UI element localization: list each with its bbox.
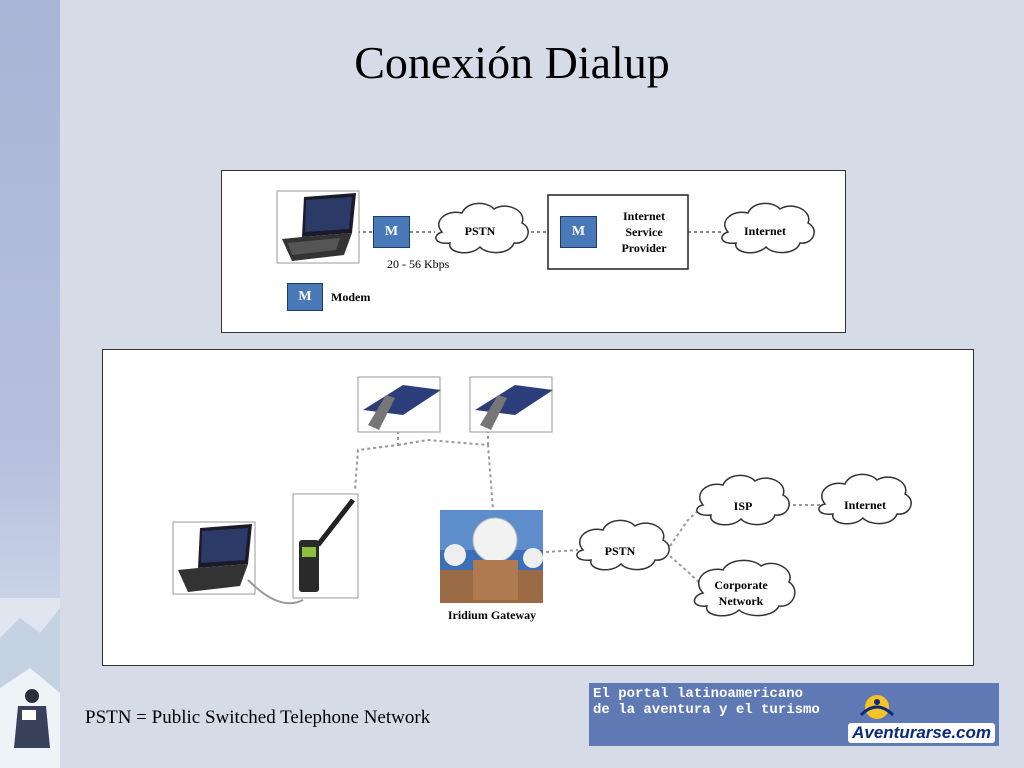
cloud-icon — [818, 473, 912, 525]
cloud-icon — [693, 559, 796, 617]
pstn-label: PSTN — [604, 544, 636, 558]
cloud-icon — [696, 474, 790, 526]
modem-box: M — [373, 216, 410, 248]
dome-gateway-icon — [440, 510, 543, 603]
cloud-icon — [576, 519, 670, 571]
isp-label: Internet Service Provider — [608, 208, 680, 256]
isp-label-line2: Service — [625, 225, 663, 239]
modem-legend-label: Modem — [331, 290, 371, 304]
corporate-network-label: Corporate Network — [701, 577, 781, 609]
corporate-network-line2: Network — [718, 594, 764, 608]
dialup-diagram-panel: M PSTN M Internet Service Provider Inter… — [221, 170, 846, 333]
satellite-phone-icon — [292, 493, 359, 599]
modem-legend-box: M — [287, 283, 323, 311]
corporate-network-line1: Corporate — [714, 578, 768, 592]
isp-label-line3: Provider — [621, 241, 667, 255]
cloud-icon — [721, 202, 815, 254]
pstn-footnote: PSTN = Public Switched Telephone Network — [85, 707, 431, 728]
speed-label: 20 - 56 Kbps — [387, 257, 450, 271]
satellite-diagram-lines — [172, 376, 912, 617]
isp-label: ISP — [733, 499, 753, 513]
pstn-label: PSTN — [464, 224, 496, 238]
satellite-diagram-panel: Iridium Gateway PSTN ISP Internet Corpor… — [102, 349, 974, 666]
satellite-icon — [469, 376, 553, 433]
internet-label: Internet — [844, 498, 886, 512]
sun-logo-icon — [859, 695, 895, 719]
laptop-icon — [172, 521, 256, 595]
mountaineer-photo — [0, 598, 60, 768]
isp-label-line1: Internet — [623, 209, 665, 223]
internet-label: Internet — [744, 224, 786, 238]
banner-line1: El portal latinoamericano — [593, 686, 804, 702]
satellite-icon — [357, 376, 441, 433]
iridium-gateway-label: Iridium Gateway — [447, 608, 537, 622]
slide-title: Conexión Dialup — [354, 37, 670, 88]
banner-brand: Aventurarse.com — [848, 723, 995, 743]
aventurarse-banner[interactable]: El portal latinoamericano de la aventura… — [589, 683, 999, 746]
cloud-icon — [435, 202, 529, 254]
isp-modem-box: M — [560, 216, 597, 248]
laptop-icon — [276, 190, 360, 264]
banner-line2: de la aventura y el turismo — [593, 702, 820, 718]
